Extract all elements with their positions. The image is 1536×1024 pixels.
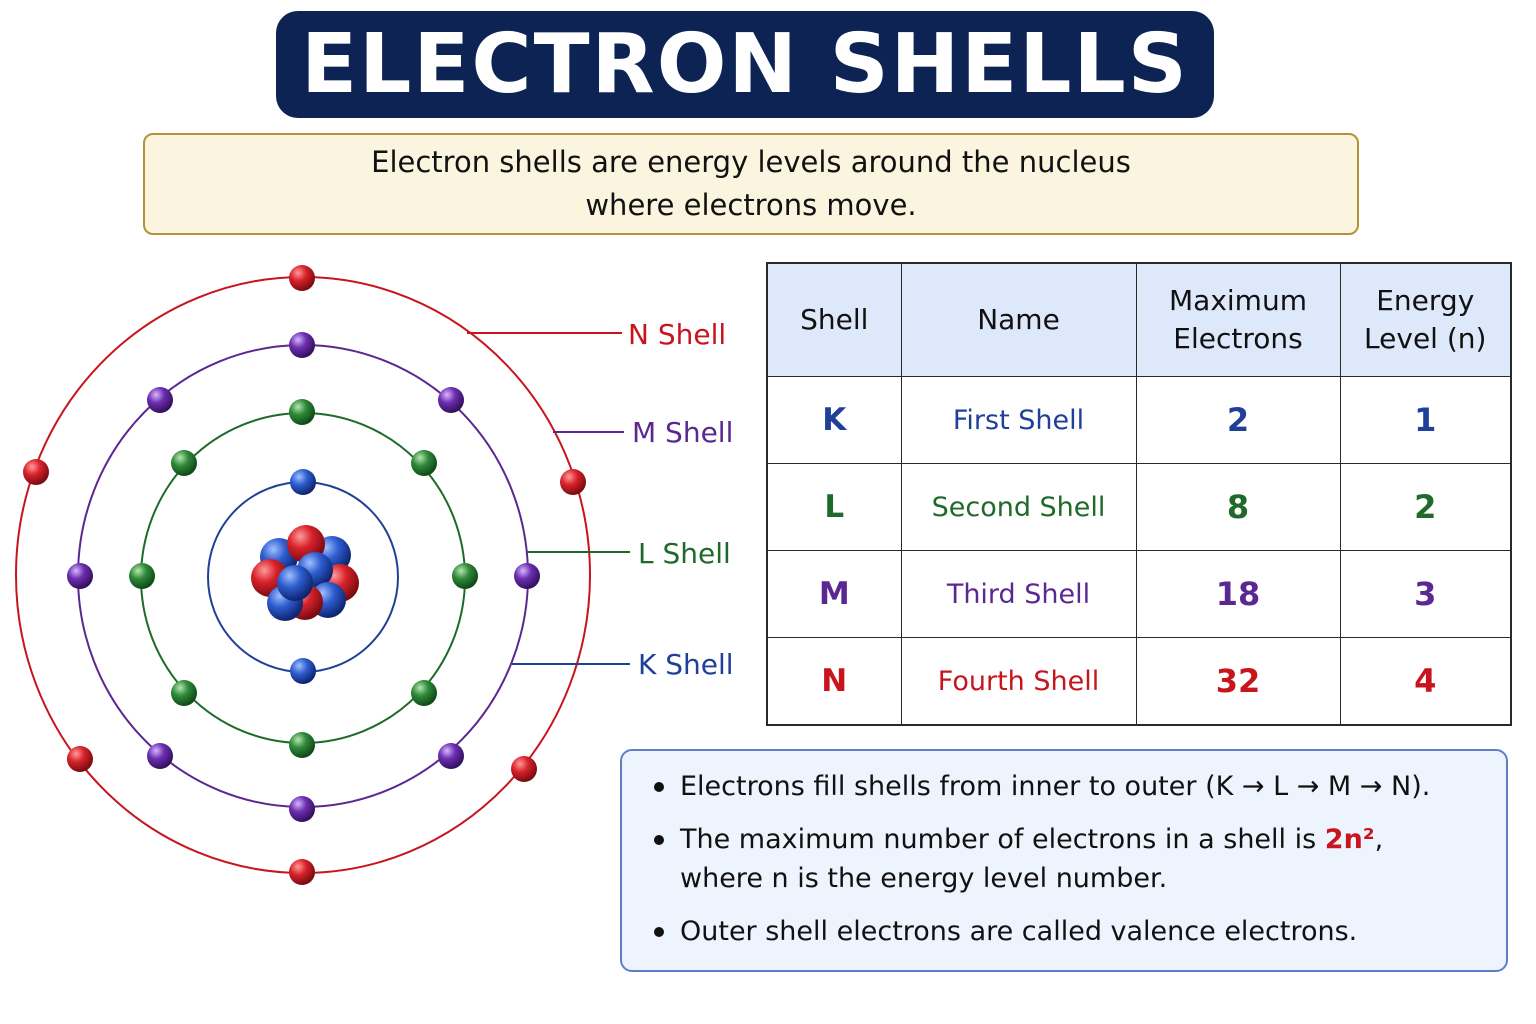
header-energy-line-2: Level (n) [1364, 322, 1487, 355]
cell-max: 18 [1135, 550, 1341, 638]
k-shell-label: K Shell [638, 648, 734, 681]
cell-shell: N [766, 637, 902, 726]
l-electron [411, 450, 437, 476]
title-banner: ELECTRON SHELLS [276, 11, 1214, 118]
notes-list: Electrons fill shells from inner to oute… [652, 767, 1486, 951]
cell-shell: K [766, 376, 902, 464]
l-electron [289, 732, 315, 758]
cell-name: Second Shell [900, 463, 1137, 551]
m-electron [147, 387, 173, 413]
header-max-line-2: Electrons [1173, 322, 1303, 355]
table-row: L Second Shell 8 2 [766, 463, 1512, 551]
header-max-electrons: Maximum Electrons [1135, 262, 1341, 377]
note-max-comma: , [1374, 824, 1384, 855]
l-electron [171, 450, 197, 476]
definition-line-1: Electron shells are energy levels around… [371, 145, 1131, 179]
header-energy-level: Energy Level (n) [1339, 262, 1512, 377]
cell-name: Third Shell [900, 550, 1137, 638]
cell-energy: 1 [1339, 376, 1512, 464]
l-electron [129, 563, 155, 589]
note-max-text: The maximum number of electrons in a she… [680, 824, 1325, 855]
atom-diagram: N Shell M Shell L Shell K Shell [15, 265, 734, 885]
table-header-row: Shell Name Maximum Electrons Energy Leve… [766, 262, 1512, 377]
m-electron [514, 563, 540, 589]
cell-energy: 4 [1339, 637, 1512, 726]
n-electron [289, 265, 315, 291]
m-electron [438, 743, 464, 769]
l-shell-label: L Shell [638, 537, 731, 570]
nucleus [251, 525, 359, 621]
m-electron [289, 796, 315, 822]
cell-shell: M [766, 550, 902, 638]
m-electron [67, 563, 93, 589]
m-electron [438, 387, 464, 413]
note-fill-order-text: Electrons fill shells from inner to oute… [680, 771, 1431, 802]
n-shell-label: N Shell [628, 318, 726, 351]
n-electron [67, 746, 93, 772]
note-max-text-line-2: where n is the energy level number. [680, 863, 1168, 894]
shell-table: Shell Name Maximum Electrons Energy Leve… [766, 262, 1512, 726]
l-electron [171, 680, 197, 706]
header-shell: Shell [766, 262, 902, 377]
notes-box: Electrons fill shells from inner to oute… [620, 749, 1508, 972]
table-row: K First Shell 2 1 [766, 376, 1512, 464]
l-electron [411, 680, 437, 706]
table-row: M Third Shell 18 3 [766, 550, 1512, 638]
n-electron [511, 756, 537, 782]
l-electron [289, 399, 315, 425]
k-electron [290, 658, 316, 684]
cell-energy: 2 [1339, 463, 1512, 551]
neutron [277, 565, 313, 601]
header-max-line-1: Maximum [1169, 284, 1307, 317]
page-title: ELECTRON SHELLS [301, 16, 1189, 112]
cell-name: Fourth Shell [900, 637, 1137, 726]
n-electron [23, 459, 49, 485]
m-electron [289, 332, 315, 358]
note-valence: Outer shell electrons are called valence… [652, 912, 1486, 951]
k-electron [290, 469, 316, 495]
l-electron [452, 563, 478, 589]
note-fill-order: Electrons fill shells from inner to oute… [652, 767, 1486, 806]
cell-name: First Shell [900, 376, 1137, 464]
note-max-electrons: The maximum number of electrons in a she… [652, 820, 1486, 898]
cell-max: 32 [1135, 637, 1341, 726]
definition-line-2: where electrons move. [585, 188, 917, 222]
n-electron [289, 859, 315, 885]
formula-2n-squared: 2n² [1324, 824, 1375, 855]
cell-shell: L [766, 463, 902, 551]
m-electron [147, 743, 173, 769]
definition-box: Electron shells are energy levels around… [143, 133, 1359, 235]
cell-max: 2 [1135, 376, 1341, 464]
table-row: N Fourth Shell 32 4 [766, 637, 1512, 726]
header-name: Name [900, 262, 1137, 377]
cell-energy: 3 [1339, 550, 1512, 638]
cell-max: 8 [1135, 463, 1341, 551]
m-shell-label: M Shell [632, 416, 733, 449]
header-energy-line-1: Energy [1376, 284, 1475, 317]
n-electron [560, 469, 586, 495]
note-valence-text: Outer shell electrons are called valence… [680, 916, 1358, 947]
